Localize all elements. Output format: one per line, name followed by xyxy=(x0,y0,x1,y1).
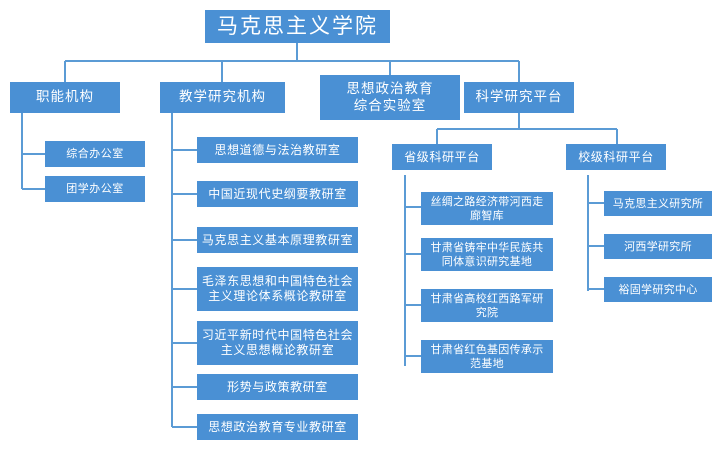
node-teaching-dept-2[interactable]: 中国近现代史纲要教研室 xyxy=(197,181,358,207)
node-teaching-dept-5[interactable]: 习近平新时代中国特色社会主义思想概论教研室 xyxy=(197,321,358,365)
node-functional-org[interactable]: 职能机构 xyxy=(10,82,120,113)
node-school-child-2[interactable]: 河西学研究所 xyxy=(604,234,712,259)
node-school-child-3[interactable]: 裕固学研究中心 xyxy=(604,277,712,302)
node-general-office[interactable]: 综合办公室 xyxy=(45,141,145,167)
node-youth-league-office[interactable]: 团学办公室 xyxy=(45,176,145,202)
node-teaching-dept-1[interactable]: 思想道德与法治教研室 xyxy=(197,137,358,163)
node-label-multiline: 思想政治教育 综合实验室 xyxy=(346,81,434,114)
node-teaching-dept-6[interactable]: 形势与政策教研室 xyxy=(197,374,358,400)
node-teaching-research-org[interactable]: 教学研究机构 xyxy=(160,82,285,113)
node-provincial-child-4[interactable]: 甘肃省红色基因传承示范基地 xyxy=(421,340,553,373)
node-teaching-dept-7[interactable]: 思想政治教育专业教研室 xyxy=(197,414,358,440)
node-provincial-child-1[interactable]: 丝绸之路经济带河西走廊智库 xyxy=(421,192,553,225)
node-teaching-dept-3[interactable]: 马克思主义基本原理教研室 xyxy=(197,227,358,253)
node-provincial-platform[interactable]: 省级科研平台 xyxy=(392,144,492,170)
node-provincial-child-3[interactable]: 甘肃省高校红西路军研究院 xyxy=(421,289,553,322)
node-provincial-child-2[interactable]: 甘肃省铸牢中华民族共同体意识研究基地 xyxy=(421,238,553,271)
node-school-child-1[interactable]: 马克思主义研究所 xyxy=(604,191,712,216)
node-science-research-platform[interactable]: 科学研究平台 xyxy=(464,82,574,113)
node-root[interactable]: 马克思主义学院 xyxy=(205,10,390,43)
node-school-platform[interactable]: 校级科研平台 xyxy=(566,144,666,170)
node-ideological-political-lab[interactable]: 思想政治教育 综合实验室 xyxy=(320,75,460,120)
node-teaching-dept-4[interactable]: 毛泽东思想和中国特色社会主义理论体系概论教研室 xyxy=(197,267,358,311)
